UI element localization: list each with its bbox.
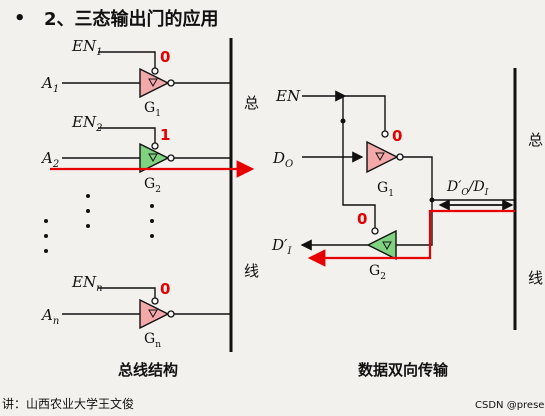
footer-credit: 讲：山西农业大学王文俊: [2, 396, 134, 411]
gate-n: ENn An 0 Gn: [40, 273, 231, 350]
gate-n-state: 0: [160, 280, 170, 298]
gate-1: EN1 A1 0 G1: [40, 37, 231, 119]
gate-1-en-bubble: [151, 67, 159, 75]
g2-input-wire: [396, 200, 433, 246]
g1-tristate-symbol: [375, 152, 385, 162]
gate-n-tristate-symbol: [148, 309, 158, 319]
g1-state: 0: [392, 127, 402, 145]
g2-name: G2: [369, 263, 386, 282]
footer-watermark: CSDN @present: [475, 400, 545, 411]
right-bus-label-bottom: 线: [528, 269, 543, 287]
gate-2-en-wire: [98, 127, 156, 143]
gate-n-en-wire: [98, 287, 156, 298]
g1-en-bubble: [381, 130, 389, 138]
gate-2-input-label: A2: [40, 149, 59, 170]
gate-1-output-bubble: [167, 79, 175, 87]
gate-1-state: 0: [160, 48, 170, 66]
gate-2-state: 1: [160, 126, 170, 144]
do-label: DO: [272, 149, 293, 170]
right-en-label: EN: [275, 87, 301, 105]
gate-1-tristate-symbol: [148, 78, 158, 88]
right-caption: 数据双向传输: [358, 361, 449, 379]
gate-n-name: Gn: [144, 331, 161, 350]
left-caption: 总线结构: [118, 361, 178, 379]
en-junction: [340, 118, 346, 124]
g2-tristate-symbol: [382, 241, 392, 251]
g1-output-wire: [403, 156, 515, 201]
g1-name: G1: [377, 180, 394, 199]
gate-n-en-bubble: [151, 297, 159, 305]
bullet: •: [14, 8, 26, 29]
right-en-to-g2: [342, 96, 376, 229]
g2-buffer: [366, 229, 397, 261]
g2-en-bubble: [371, 227, 379, 235]
right-en-to-g1: [345, 95, 386, 131]
gate-2-name: G2: [144, 176, 161, 195]
gate-2-output-bubble: [167, 154, 175, 162]
ellipsis-dots: [44, 194, 154, 253]
di-label: D′I: [271, 236, 292, 257]
g1-output-bubble: [396, 153, 404, 161]
left-bus-label-top: 总: [244, 94, 259, 112]
g2-state: 0: [357, 210, 367, 228]
gate-2-tristate-symbol: [148, 153, 158, 163]
gate-1-name: G1: [144, 100, 161, 119]
gate-n-buffer: [139, 298, 170, 330]
gate-2-buffer: [139, 142, 170, 174]
right-data-flow-arrow: [307, 209, 515, 267]
page-title: 2、三态输出门的应用: [44, 8, 219, 30]
left-bus-label-bottom: 线: [244, 262, 259, 280]
gate-1-en-label: EN1: [71, 37, 102, 58]
gate-2: EN2 A2 1 G2: [40, 113, 255, 195]
gate-2-en-label: EN2: [71, 113, 102, 134]
gate-1-input-label: A1: [40, 74, 59, 95]
io-label: D′O/DI: [446, 179, 489, 198]
gate-n-input-label: An: [40, 306, 59, 327]
gate-1-buffer: [139, 67, 170, 99]
gate-n-en-label: ENn: [71, 273, 103, 294]
gate-2-en-bubble: [151, 142, 159, 150]
right-bus-label-top: 总: [528, 131, 543, 149]
gate-1-en-wire: [98, 51, 156, 68]
gate-n-output-bubble: [167, 310, 175, 318]
